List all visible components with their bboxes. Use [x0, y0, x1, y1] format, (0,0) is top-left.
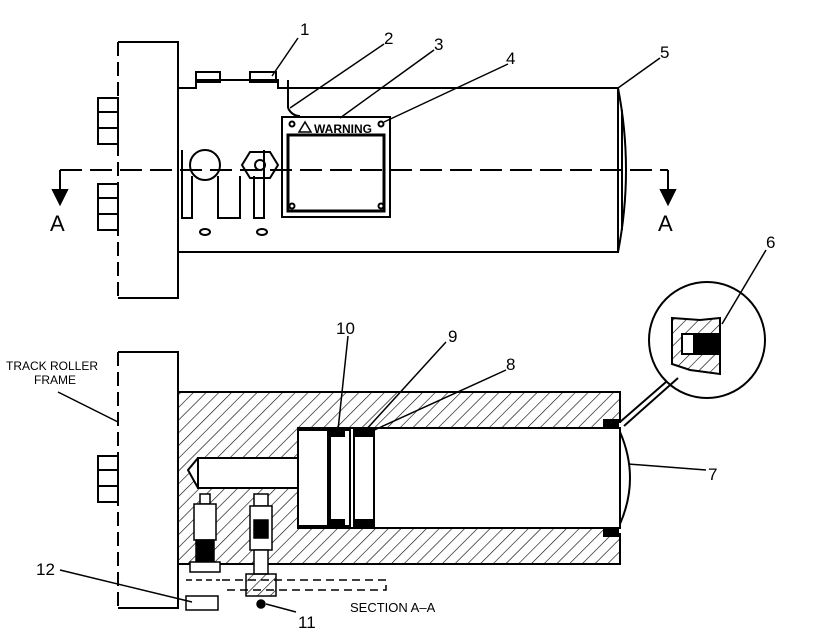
seal-6-top	[603, 419, 619, 429]
top-frame-bolt-lower	[97, 183, 119, 231]
callout-9: 9	[448, 327, 457, 346]
top-bolt-head-left	[195, 71, 221, 83]
cylinder-body-outline	[177, 79, 619, 253]
detail-circle	[648, 281, 766, 399]
cylinder-bore	[298, 427, 621, 529]
callout-8: 8	[506, 355, 515, 374]
grease-fitting	[222, 493, 387, 609]
callout-4: 4	[506, 49, 515, 68]
detail-leader	[619, 381, 667, 423]
callout-2: 2	[384, 29, 393, 48]
callout-leaders	[57, 37, 767, 613]
top-frame-bolt-upper	[97, 97, 119, 145]
mount-hole-right	[256, 228, 268, 236]
mount-hole-left	[199, 228, 211, 236]
section-cut-line	[51, 169, 677, 207]
piston-end	[619, 431, 631, 525]
piston-ring-9	[353, 429, 375, 527]
callout-10: 10	[336, 319, 355, 338]
warning-triangle-icon	[297, 120, 313, 133]
cylinder-end-cap	[617, 87, 627, 253]
callout-3: 3	[434, 35, 443, 54]
section-marker-left: A	[50, 211, 65, 236]
callout-6: 6	[766, 233, 775, 252]
frame-label-line2: FRAME	[34, 373, 76, 387]
section-frame-bolt	[97, 455, 119, 503]
piston-head	[297, 429, 329, 527]
section-view	[97, 281, 766, 611]
frame-label-line1: TRACK ROLLER	[6, 359, 98, 373]
section-frame-plate	[118, 351, 179, 609]
callout-5: 5	[660, 43, 669, 62]
seal-10-bottom	[327, 519, 345, 529]
fitting-hex-right	[240, 151, 280, 179]
callout-11: 11	[298, 613, 316, 632]
section-marker-right: A	[658, 211, 673, 236]
callout-12: 12	[36, 560, 55, 579]
relief-valve	[185, 493, 221, 611]
seal-6-bottom	[603, 527, 619, 537]
seal-9-bottom	[355, 519, 373, 529]
fitting-grease-left	[189, 149, 221, 181]
top-bolt-head-right	[249, 71, 277, 83]
seal-10-top	[327, 427, 345, 437]
callout-1: 1	[300, 20, 309, 39]
callout-7: 7	[708, 465, 717, 484]
relief-slot-left	[181, 150, 193, 219]
piston-ring-10	[329, 429, 351, 527]
warning-plate	[281, 116, 391, 218]
detail-seal	[693, 333, 719, 355]
grease-passage	[197, 457, 299, 489]
warning-label: WARNING	[314, 122, 372, 136]
section-title: SECTION A–A	[350, 600, 436, 615]
